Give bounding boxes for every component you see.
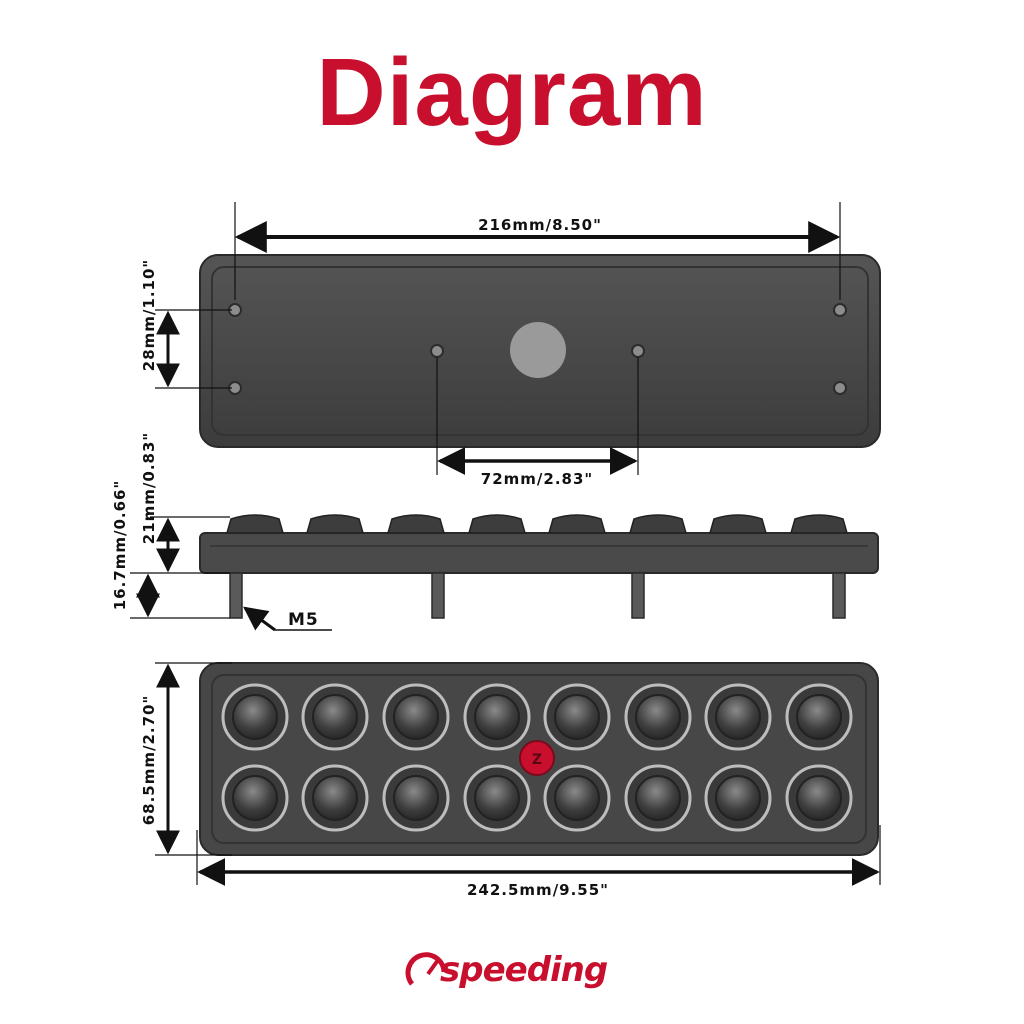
speedometer-icon bbox=[405, 952, 447, 986]
dim-top-width-label: 216mm/8.50" bbox=[478, 216, 602, 234]
front-button bbox=[785, 683, 853, 751]
front-button bbox=[301, 764, 369, 832]
center-logo-badge: Z bbox=[519, 740, 555, 776]
speeding-logo: speeding bbox=[404, 940, 624, 1010]
front-buttons bbox=[221, 683, 853, 832]
dim-front: 68.5mm/2.70" 242.5mm/9.55" bbox=[140, 662, 881, 899]
side-button-caps bbox=[226, 514, 848, 534]
dim-depth-label: 68.5mm/2.70" bbox=[140, 695, 158, 826]
dim-center-spacing-label: 72mm/2.83" bbox=[481, 470, 593, 488]
side-button-cap bbox=[629, 514, 687, 534]
front-button bbox=[301, 683, 369, 751]
front-button bbox=[704, 764, 772, 832]
front-button bbox=[463, 764, 531, 832]
dim-side-heights: 21mm/0.83" 16.7mm/0.66" M5 bbox=[111, 432, 332, 632]
front-button bbox=[624, 683, 692, 751]
dim-bottom-width-label: 242.5mm/9.55" bbox=[467, 881, 609, 899]
side-button-cap bbox=[468, 514, 526, 534]
thread-label: M5 bbox=[288, 610, 319, 630]
page-title: Diagram bbox=[316, 39, 708, 146]
front-view: Z bbox=[199, 662, 879, 856]
side-button-cap bbox=[226, 514, 284, 534]
mount-studs bbox=[229, 572, 846, 619]
front-button bbox=[382, 764, 450, 832]
back-view bbox=[199, 254, 881, 448]
brand-name: speeding bbox=[440, 950, 608, 990]
side-button-cap bbox=[709, 514, 767, 534]
dim-top-width: 216mm/8.50" bbox=[234, 202, 841, 300]
front-button bbox=[704, 683, 772, 751]
front-button bbox=[221, 683, 289, 751]
dim-center-spacing: 72mm/2.83" bbox=[436, 357, 639, 488]
front-button bbox=[382, 683, 450, 751]
dim-height-body-label: 21mm/0.83" bbox=[140, 432, 158, 544]
dim-height-total-label: 16.7mm/0.66" bbox=[111, 480, 129, 611]
front-button bbox=[543, 764, 611, 832]
front-button bbox=[785, 764, 853, 832]
front-button bbox=[463, 683, 531, 751]
side-button-cap bbox=[790, 514, 848, 534]
center-hole bbox=[510, 322, 566, 378]
mount-holes bbox=[228, 303, 847, 395]
side-view bbox=[199, 514, 879, 619]
side-button-cap bbox=[387, 514, 445, 534]
front-button bbox=[221, 764, 289, 832]
side-button-cap bbox=[306, 514, 364, 534]
dim-left-spacing-label: 28mm/1.10" bbox=[140, 259, 158, 371]
svg-text:Z: Z bbox=[532, 752, 542, 768]
dim-left-spacing: 28mm/1.10" bbox=[140, 259, 232, 389]
front-button bbox=[624, 764, 692, 832]
side-button-cap bbox=[548, 514, 606, 534]
front-button bbox=[543, 683, 611, 751]
